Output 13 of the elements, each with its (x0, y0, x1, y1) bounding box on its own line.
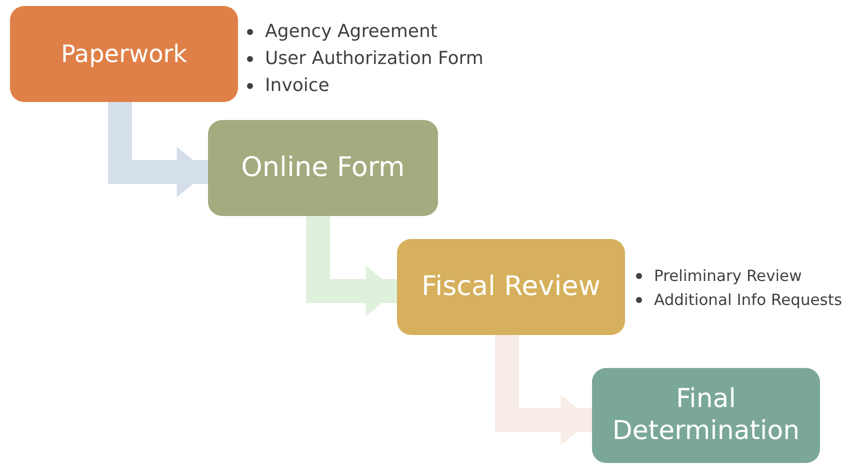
step-label: Final Determination (611, 384, 801, 447)
process-box (10, 6, 238, 102)
bullet-item: Additional Info Requests (654, 290, 842, 311)
bullet-item: Agency Agreement (265, 20, 438, 44)
step-label: Fiscal Review (422, 270, 600, 304)
step-label: Online Form (241, 152, 405, 184)
bullet-item: Preliminary Review (654, 266, 802, 287)
bullet-item: User Authorization Form (265, 47, 484, 71)
bullet-item: Invoice (265, 74, 330, 98)
step-label: Paperwork (60, 40, 188, 68)
process-box (397, 239, 625, 335)
process-box (592, 368, 820, 463)
process-box (208, 120, 438, 216)
